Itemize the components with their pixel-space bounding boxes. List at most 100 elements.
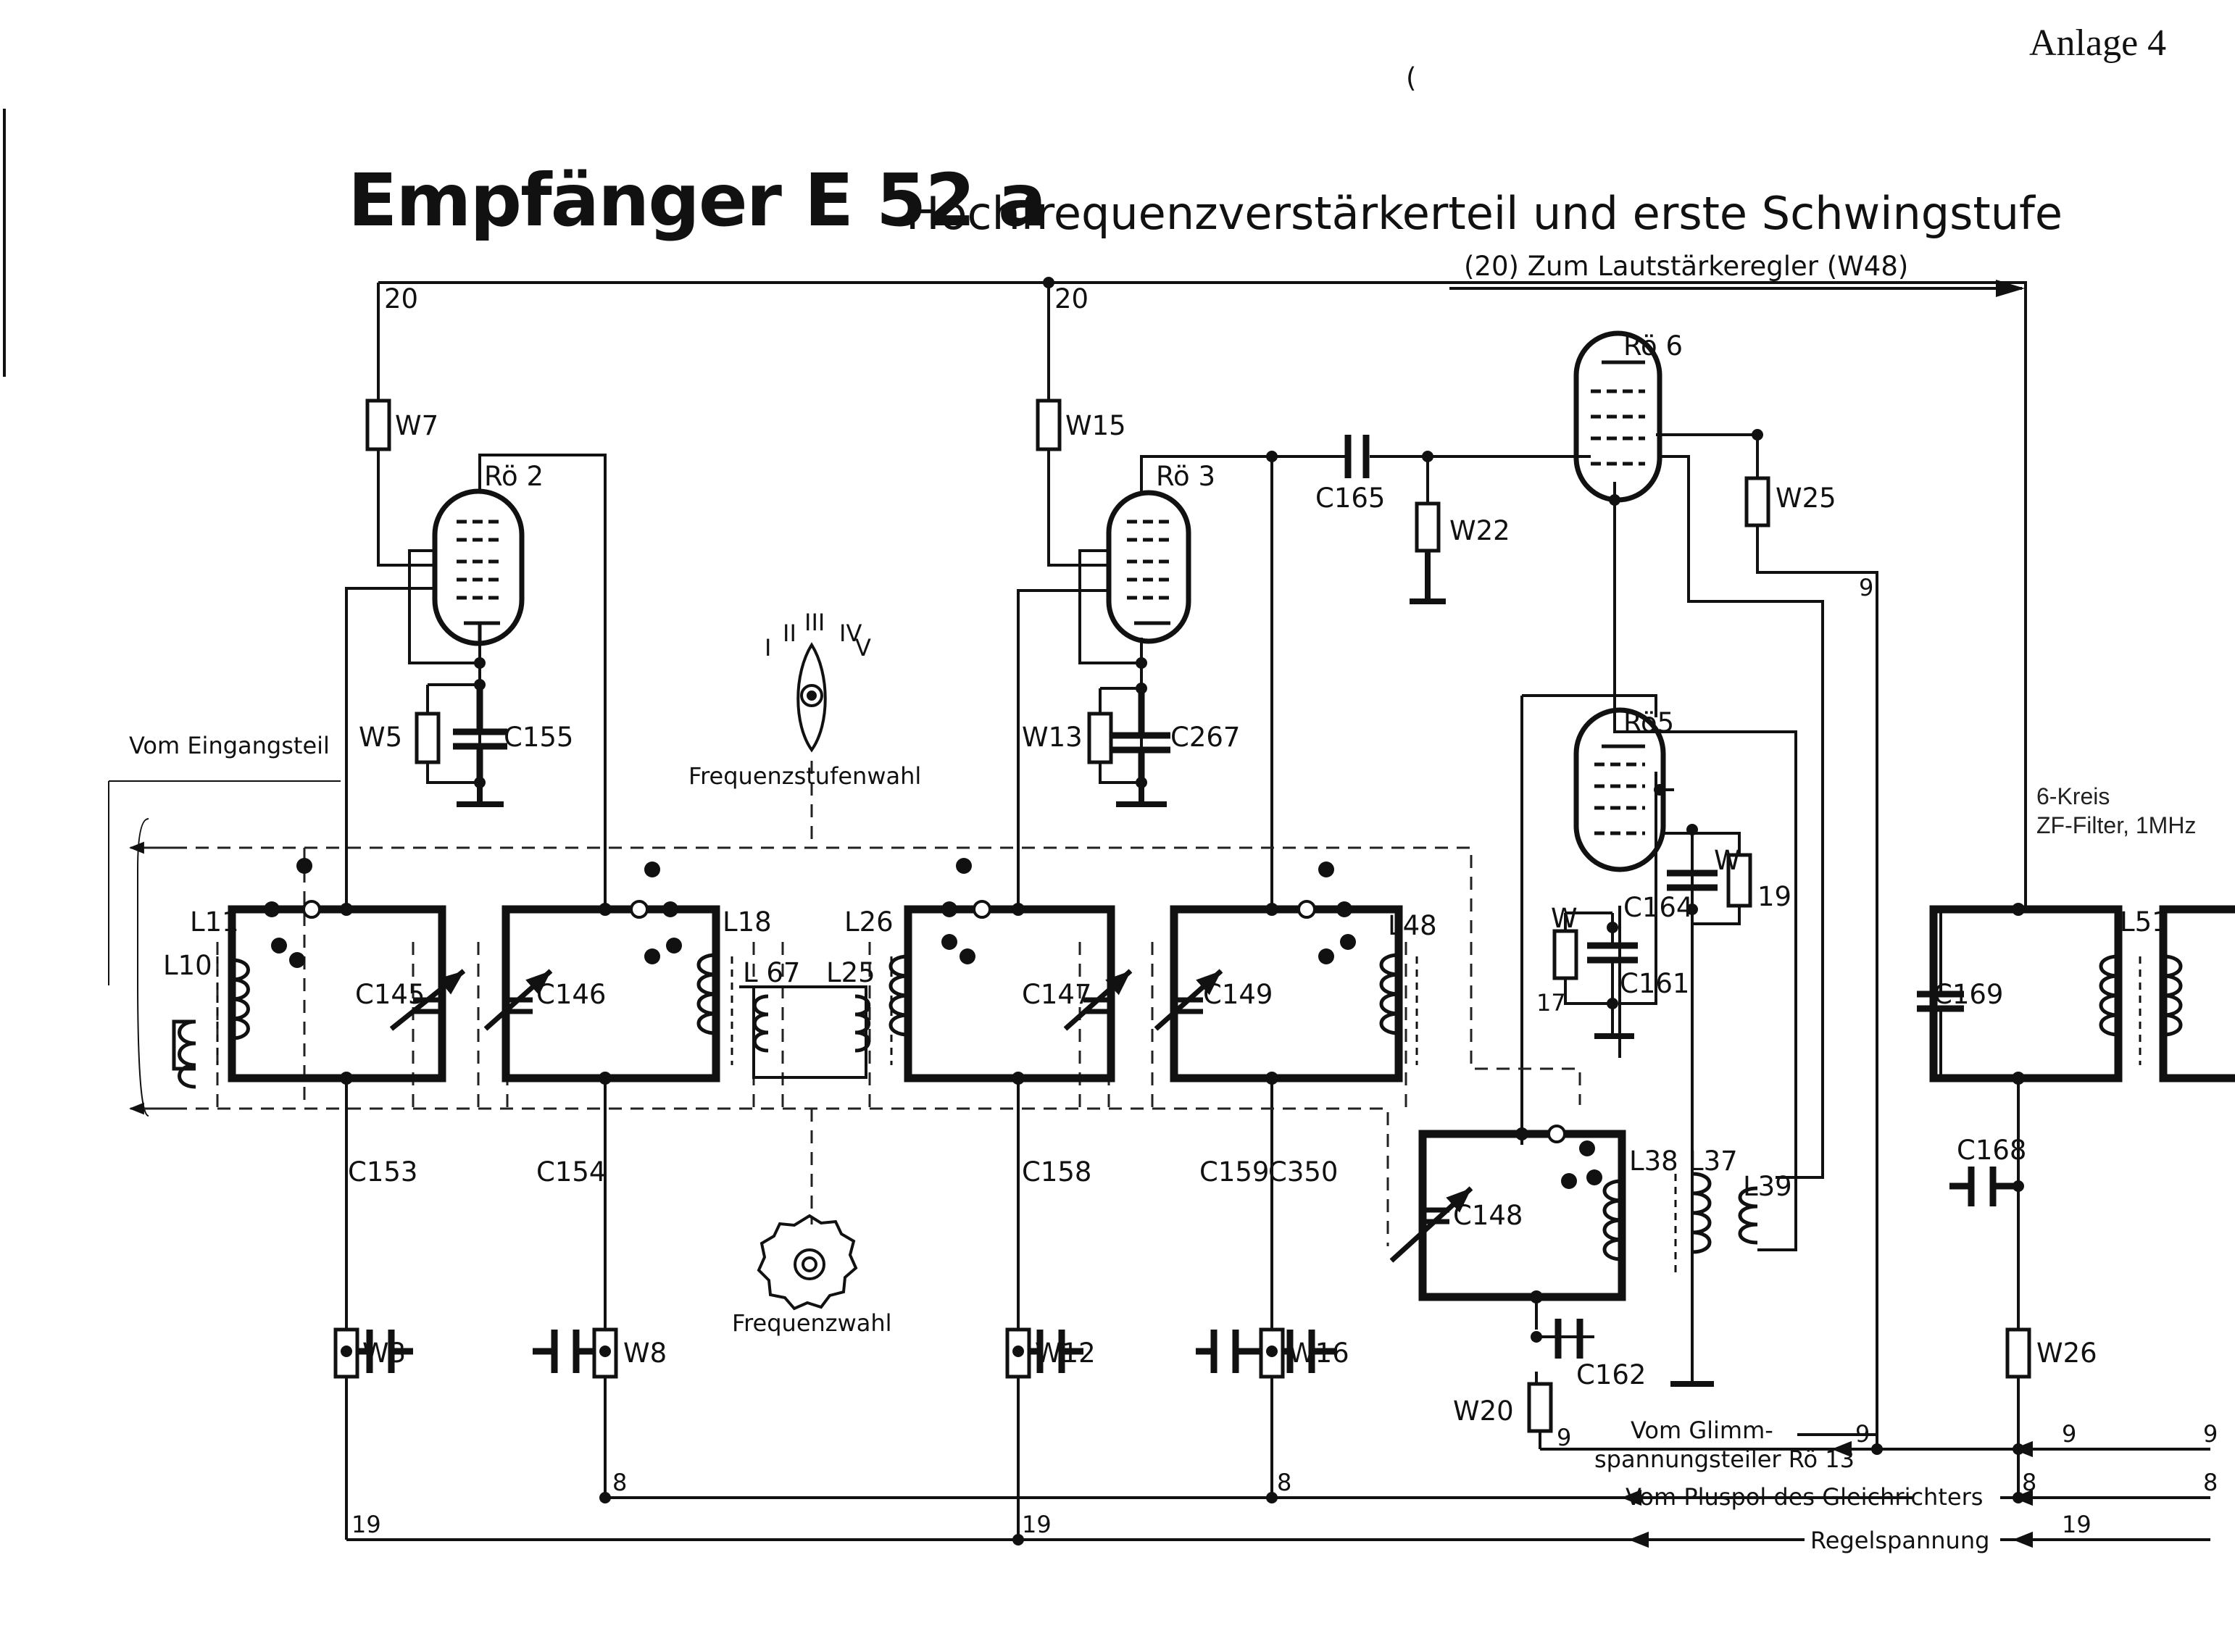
net-19-left: 19 [351,1511,381,1538]
diagram-subtitle: Hochfrequenzverstärkerteil und erste Sch… [906,187,2063,240]
grounds [457,551,1714,1387]
label-c159: C159 [1199,1156,1269,1188]
label-c168: C168 [1957,1135,2026,1166]
tube-ro2 [432,488,525,646]
label-l38: L38 [1629,1146,1678,1177]
from-input-label: Vom Eingangsteil [129,732,330,759]
cap-c155 [453,685,507,783]
res-w15 [1036,399,1062,451]
annex-label: Anlage 4 [2029,22,2167,64]
agc-label: Regelspannung [1810,1527,1989,1554]
cap-c168 [1949,1167,2018,1206]
coil-l26 [888,954,909,1037]
label-w15: W15 [1065,410,1126,441]
cap-c153 [346,1330,413,1373]
label-l67: L 67 [743,957,800,988]
net-19-right: 19 [2062,1511,2092,1538]
band-numerals: I II III IV V [765,609,871,662]
net-20-left: 20 [384,283,418,314]
svg-text:I: I [765,634,771,662]
net-8-right: 8 [2022,1469,2036,1496]
label-l48: L48 [1388,910,1437,941]
label-l10: L10 [163,950,212,981]
label-c153: C153 [348,1156,417,1188]
label-c169: C169 [1934,979,2003,1010]
res-w26 [2005,1327,2031,1379]
label-c161: C161 [1620,968,1689,999]
label-w19-num: 19 [1757,881,1791,912]
label-w16: W16 [1289,1338,1349,1369]
net-9-upper: 9 [1859,574,1873,601]
label-w17-w: W [1551,903,1578,934]
coupler-box [752,985,867,1079]
cap-c159 [1196,1330,1272,1373]
coil-l51-sec [2163,954,2183,1037]
label-c164: C164 [1623,892,1693,923]
res-w12 [1005,1327,1031,1379]
label-w3: W3 [362,1338,406,1369]
stray-mark: ( [1406,62,1416,93]
tube-ro3 [1106,490,1191,644]
coil-l10 [172,1019,196,1089]
net-8-mid: 8 [1277,1469,1291,1496]
band-selector-knob [796,642,827,753]
cap-c161 [1587,942,1638,964]
label-c145: C145 [355,979,425,1010]
coil-l51 [2099,954,2119,1037]
coils [172,953,2183,1261]
net-8-edge: 8 [2203,1469,2218,1496]
coil-l25 [854,994,871,1053]
label-w13: W13 [1022,722,1083,753]
cap-c267 [1112,688,1170,783]
res-w13 [1087,712,1113,764]
cap-c158 [1018,1330,1083,1373]
label-c146: C146 [536,979,606,1010]
signal-arrows [1449,280,2210,1548]
cap-c154 [533,1330,605,1373]
junctions [264,277,2025,1545]
band-switch-label: Frequenzstufenwahl [688,762,921,790]
svg-text:III: III [804,609,825,636]
coil-l48 [1379,953,1399,1035]
label-w8: W8 [623,1338,667,1369]
label-ro6: Rö 6 [1623,330,1683,362]
svg-text:IV: IV [839,620,862,647]
diagram-title: Empfänger E 52 a [348,158,1046,243]
var-cap-arrowheads [390,970,1472,1262]
label-w5: W5 [359,722,402,753]
label-ro2: Rö 2 [484,461,544,492]
if-filter-label-2: ZF-Filter, 1MHz [2036,812,2196,838]
res-w17 [1552,929,1578,980]
label-l26: L26 [844,906,894,938]
variable-caps [389,969,1473,1263]
coil-l38 [1602,1179,1623,1261]
net-8-left: 8 [612,1469,627,1496]
label-w20: W20 [1453,1396,1514,1427]
net-9-right: 9 [2062,1420,2076,1448]
cap-c350 [1272,1330,1337,1373]
glow-label-2: spannungsteiler Rö 13 [1594,1446,1855,1473]
cap-c162 [1554,1319,1583,1359]
res-w22 [1415,501,1441,553]
svg-text:II: II [783,620,796,647]
label-w7: W7 [395,410,438,441]
res-w25 [1744,476,1770,527]
label-l25: L25 [826,957,875,988]
label-ro3: Rö 3 [1156,461,1215,492]
glow-label-1: Vom Glimm- [1631,1417,1773,1444]
label-c149: C149 [1203,979,1273,1010]
label-ro5: Rö5 [1623,707,1674,738]
label-l51: L51 [2120,906,2169,938]
label-c158: C158 [1022,1156,1091,1188]
res-w20 [1527,1382,1553,1433]
if-filter-label-1: 6-Kreis [2036,783,2110,809]
label-17: 17 [1536,989,1566,1017]
resistors [333,399,2031,1433]
label-l18: L18 [723,906,772,938]
label-w22: W22 [1449,515,1510,546]
coil-l67 [752,994,769,1053]
tuning-label: Frequenzwahl [732,1309,892,1337]
coil-l18 [696,953,717,1035]
res-w7 [365,399,391,451]
